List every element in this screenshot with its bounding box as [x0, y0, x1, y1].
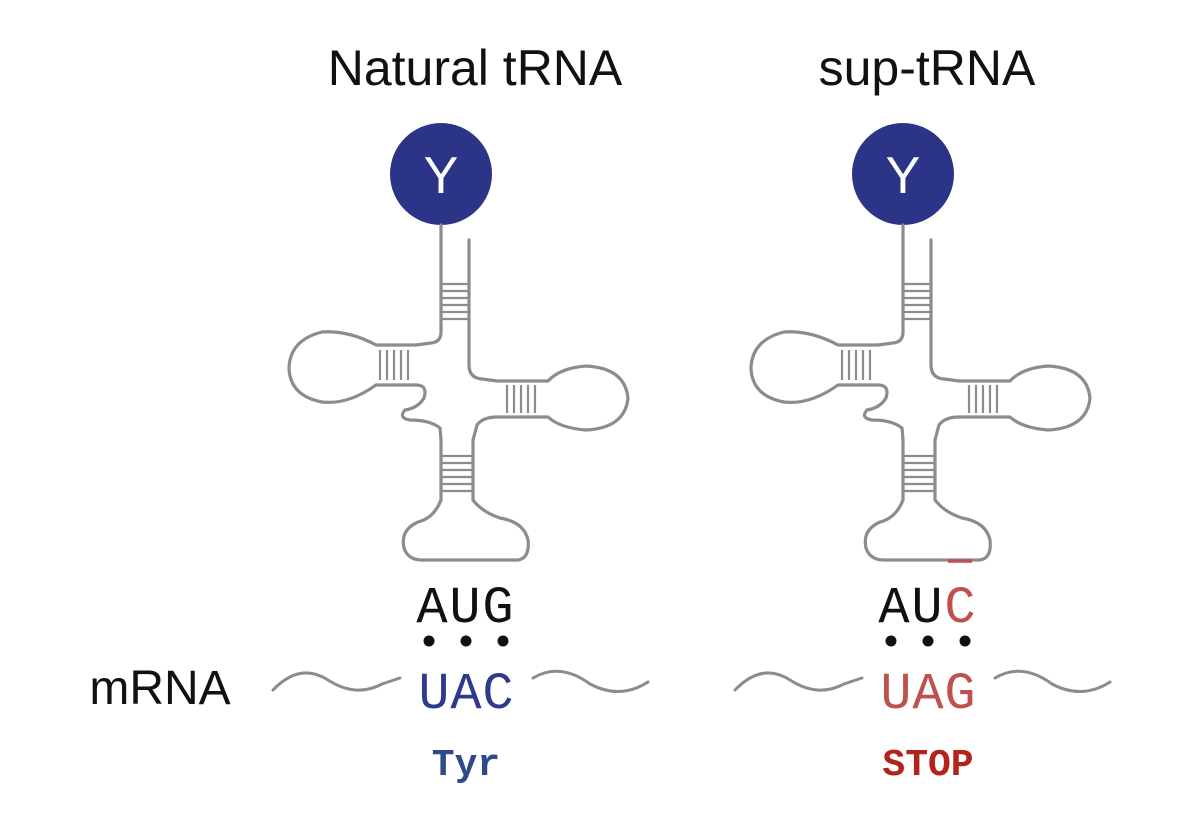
mrna-wave-right [531, 669, 650, 694]
codon-base: U [418, 665, 449, 724]
codon-base: G [944, 665, 975, 724]
base-pairing-dots-natural [423, 635, 509, 647]
panel-title-natural: Natural tRNA [328, 40, 623, 96]
amino-acid-tyrosine-icon: Y [852, 123, 954, 225]
anticodon-sup: A U C [878, 579, 975, 638]
trna-cloverleaf-natural [287, 223, 630, 562]
anticodon-base: A [878, 579, 910, 638]
amino-acid-tyrosine-icon: Y [390, 123, 492, 225]
anticodon-base: U [911, 579, 942, 638]
amino-acid-symbol: Y [886, 147, 921, 205]
codon-base: A [912, 665, 944, 724]
anticodon-base: U [449, 579, 480, 638]
product-label-sup: STOP [882, 744, 973, 787]
mrna-wave-left [733, 671, 864, 692]
mrna-wave-left [271, 671, 402, 692]
codon-base: A [450, 665, 482, 724]
mrna-label: mRNA [89, 662, 230, 715]
product-label-natural: Tyr [432, 744, 500, 787]
panel-title-sup: sup-tRNA [819, 40, 1036, 96]
codon-base: U [880, 665, 911, 724]
amino-acid-symbol: Y [424, 147, 459, 205]
panel-sup-trna: sup-tRNA Y [733, 40, 1112, 787]
panel-natural-trna: Natural tRNA Y [271, 40, 650, 787]
codon-base: C [482, 665, 513, 724]
anticodon-natural: A U G [416, 579, 513, 638]
trna-cloverleaf-sup [749, 223, 1092, 562]
base-pairing-dots-sup [885, 635, 971, 647]
anticodon-base: G [482, 579, 513, 638]
mrna-strand-sup: U A G [733, 665, 1112, 724]
anticodon-base-mutated: C [944, 579, 975, 638]
mrna-wave-right [993, 669, 1112, 694]
anticodon-base: A [416, 579, 448, 638]
mrna-strand-natural: U A C [271, 665, 650, 724]
